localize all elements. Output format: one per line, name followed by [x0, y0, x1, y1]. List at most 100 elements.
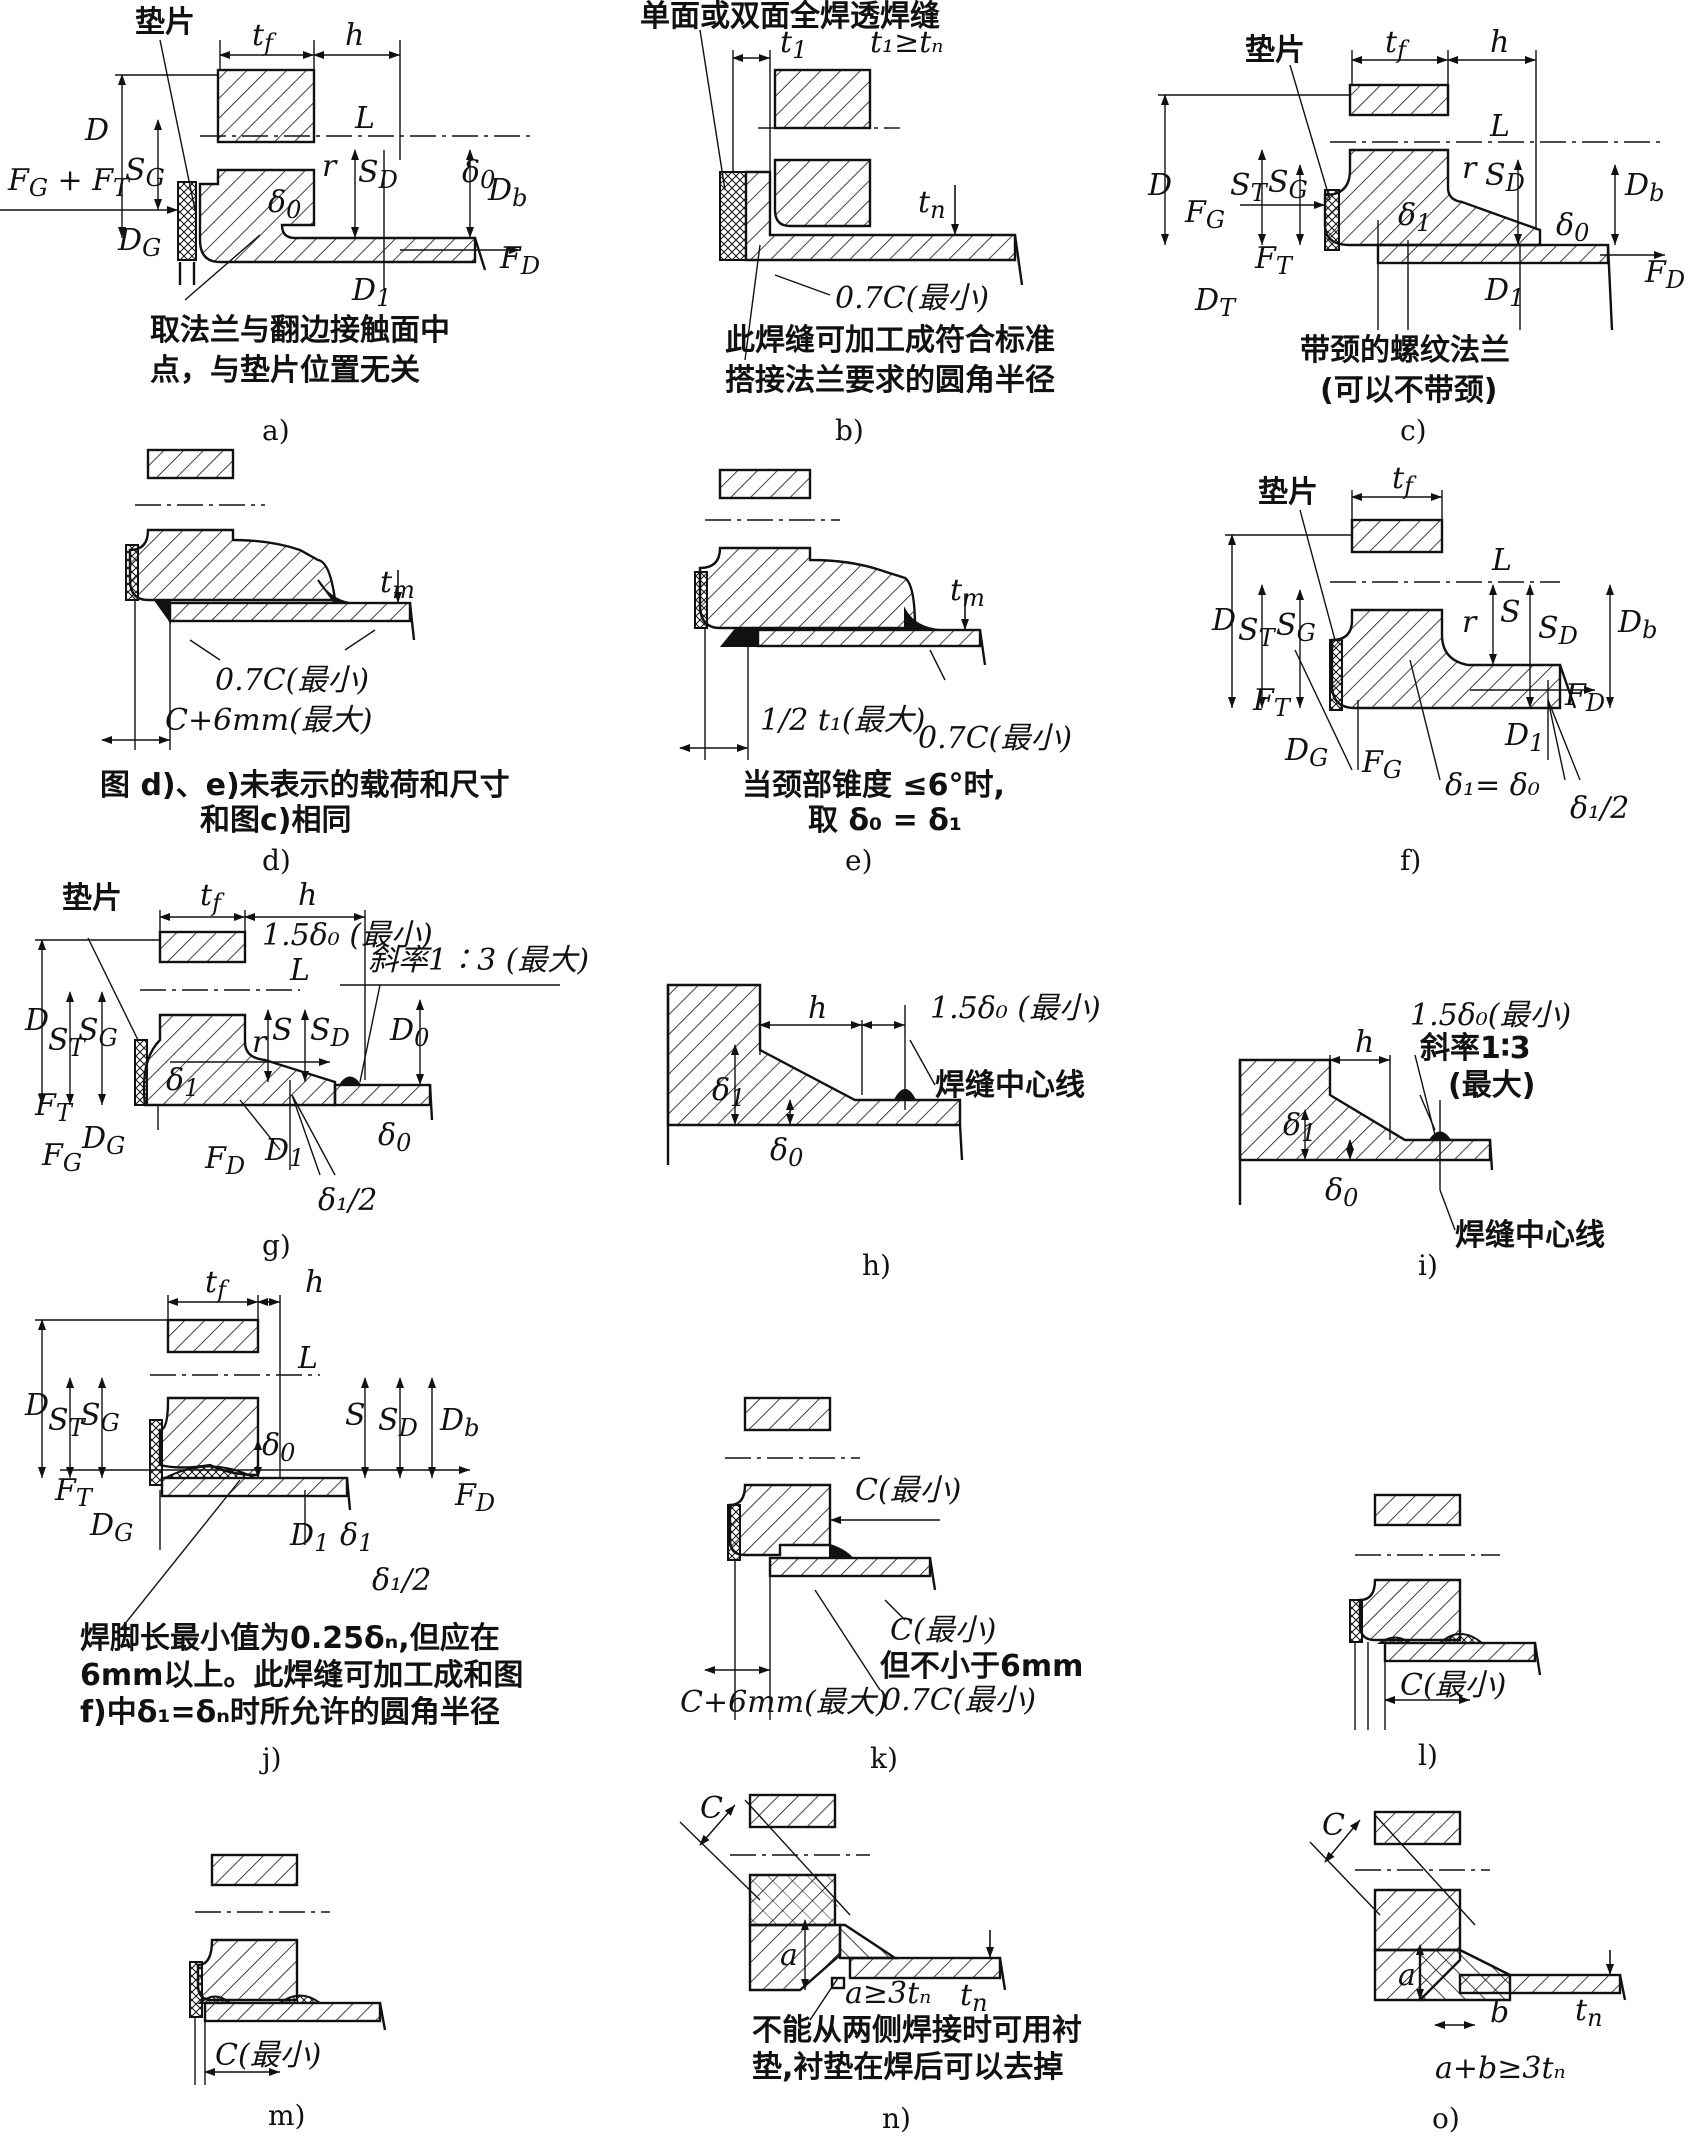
panel-label: k) [870, 1742, 898, 1775]
panel-label: g) [262, 1229, 291, 1262]
note-line-1: 取法兰与翻边接触面中 [150, 313, 450, 348]
SG-label: SG [78, 1013, 118, 1052]
D1-label: D1 [1504, 718, 1544, 757]
delta0-label: δ0 [268, 185, 301, 224]
panel-label: n) [882, 2102, 911, 2135]
panel-label: c) [1400, 414, 1427, 447]
note-line-1: 带颈的螺纹法兰 [1300, 333, 1510, 368]
gap-dim: C+6mm(最大) [165, 703, 372, 738]
note-line-1: 不能从两侧焊接时可用衬 [752, 2013, 1082, 2048]
panel-label: h) [862, 1249, 891, 1282]
h-label: h [305, 1265, 324, 1300]
delta1-label: δ1 [712, 1073, 745, 1112]
L-label: L [354, 101, 375, 136]
note-line-2: 6mm以上。此焊缝可加工成和图 [80, 1658, 523, 1693]
note-line-2: 和图c)相同 [200, 803, 352, 838]
FT-label: FT [1254, 241, 1294, 280]
slope-max: (最大) [1448, 1068, 1535, 1103]
SD-label: SD [310, 1013, 350, 1052]
tn-label: tn [918, 185, 946, 224]
DG-label: DG [1284, 733, 1328, 772]
SG-label: SG [80, 1398, 120, 1437]
t1-label: t1 [780, 25, 807, 64]
D-label: D [1147, 168, 1172, 203]
weld-size: 0.7C(最小) [835, 281, 989, 316]
FD-label: FD [204, 1141, 245, 1180]
tf-label: tf [205, 1265, 230, 1304]
note-line-2: (可以不带颈) [1320, 373, 1497, 408]
D-label: D [24, 1388, 49, 1423]
FT-label: FT [54, 1473, 94, 1512]
tf-label: tf [1392, 461, 1417, 500]
tm-label: tm [380, 565, 415, 604]
panel-label: i) [1418, 1249, 1438, 1282]
ST-label: ST [1238, 613, 1277, 652]
panel-j: tf h L D ST SG δ0 S SD Db FT DG FD D1 δ1… [24, 1265, 523, 1775]
D-label: D [84, 113, 109, 148]
delta0-label: δ0 [770, 1133, 803, 1172]
tn-label: tn [960, 1978, 988, 2017]
panel-label: e) [845, 844, 873, 877]
tf-label: tf [200, 878, 225, 917]
panel-label: j) [259, 1742, 282, 1775]
h-label: h [1355, 1025, 1374, 1060]
L-label: L [1491, 543, 1512, 578]
half-t1: 1/2 t₁(最大) [760, 703, 925, 738]
slope-label: 斜率1∶3 [1420, 1031, 1531, 1066]
panel-i: h 1.5δ₀(最小) 斜率1∶3 (最大) δ1 δ0 焊缝中心线 i) [1238, 998, 1605, 1282]
SD-label: SD [1485, 158, 1525, 197]
h-label: h [345, 18, 364, 53]
C-label: C [1322, 1808, 1345, 1843]
SG-label: SG [1276, 608, 1316, 647]
SG-label: SG [125, 153, 165, 192]
gasket-label: 垫片 [135, 5, 195, 40]
not-less-6mm: 但不小于6mm [880, 1649, 1083, 1684]
min-1.5-delta0: 1.5δ₀ (最小) [930, 991, 1101, 1026]
SD-label: SD [1538, 611, 1578, 650]
FG-FT-label: FG + FT [7, 163, 131, 202]
SD-label: SD [378, 1403, 418, 1442]
D-label: D [1211, 603, 1236, 638]
delta0-label: δ0 [378, 1118, 411, 1157]
h-label: h [808, 991, 827, 1026]
r-label: r [1462, 151, 1478, 186]
weld-size: 0.7C(最小) [215, 663, 369, 698]
FD-label: FD [499, 241, 540, 280]
S-label: S [272, 1013, 293, 1048]
b-label: b [1490, 1995, 1509, 2030]
panel-k: C(最小) C(最小) 但不小于6mm C+6mm(最大) 0.7C(最小) k… [680, 1396, 1083, 1775]
DG-label: DG [89, 1508, 133, 1547]
DG-label: DG [117, 223, 161, 262]
D-label: D [24, 1003, 49, 1038]
note-line-2: 搭接法兰要求的圆角半径 [725, 363, 1055, 398]
FG-label: FG [1361, 745, 1402, 784]
panel-label: m) [268, 2099, 305, 2132]
SG-label: SG [1268, 165, 1308, 204]
panel-c: 垫片 tf h L D ST SG r SD Db δ1 δ0 FG FT DT… [1147, 25, 1685, 447]
c-min: C(最小) [215, 2038, 321, 2073]
panel-label: a) [262, 414, 290, 447]
FD-label: FD [1644, 255, 1685, 294]
D1-label: D1 [264, 1133, 304, 1172]
L-label: L [289, 953, 310, 988]
FD-label: FD [454, 1478, 495, 1517]
note-line-1: 焊脚长最小值为0.25δₙ,但应在 [80, 1621, 500, 1656]
gasket-label: 垫片 [1245, 33, 1305, 68]
min-1.5-delta0: 1.5δ₀(最小) [1410, 998, 1571, 1033]
Db-label: Db [439, 1403, 479, 1442]
tm-label: tm [950, 573, 985, 612]
c-min-top: C(最小) [855, 1473, 961, 1508]
FG-label: FG [1184, 195, 1225, 234]
D0-label: D0 [389, 1013, 429, 1052]
delta1-half: δ₁/2 [318, 1183, 377, 1218]
weld-size: 0.7C(最小) [882, 1683, 1036, 1718]
DT-label: DT [1194, 283, 1237, 322]
C-label: C [700, 1791, 723, 1826]
c-min-bottom: C(最小) [890, 1613, 996, 1648]
tf-label: tf [1385, 25, 1410, 64]
D1-label: D1 [1484, 273, 1524, 312]
r-label: r [1462, 605, 1478, 640]
FG-label: FG [41, 1138, 82, 1177]
delta0-right-label: δ0 [462, 155, 495, 194]
